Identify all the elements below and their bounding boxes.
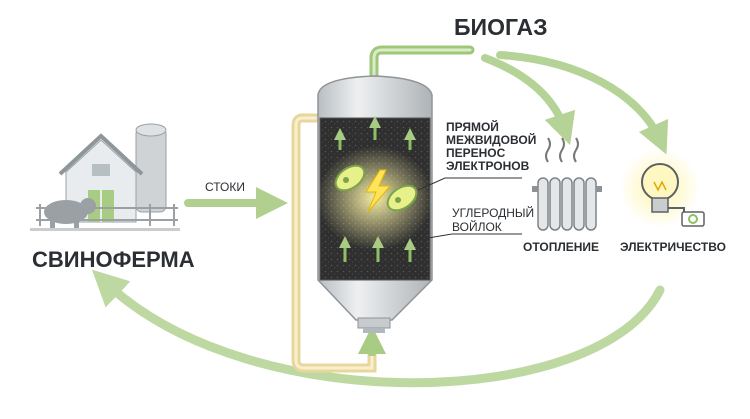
diet-leader-line: [417, 177, 522, 191]
biogas-to-electricity-arrow: [496, 51, 669, 155]
bacteria-icon: [334, 164, 418, 212]
felt-leader-line: [427, 233, 522, 239]
return-arrow-to-farm: [91, 269, 665, 388]
carbon-felt-label: УГЛЕРОДНЫЙ ВОЙЛОК: [452, 206, 535, 234]
radiator-icon: [532, 137, 602, 231]
pig-icon: [44, 198, 96, 230]
biogas-to-heating-arrow: [481, 54, 576, 146]
effluent-label: СТОКИ: [205, 180, 246, 194]
light-bulb-icon: [620, 148, 705, 228]
biogas-label: БИОГАЗ: [454, 14, 548, 40]
barn-with-silo-and-pig-icon: [30, 123, 180, 231]
electricity-label: ЭЛЕКТРИЧЕСТВО: [620, 240, 726, 254]
diet-label: ПРЯМОЙ МЕЖВИДОВОЙ ПЕРЕНОС ЭЛЕКТРОНОВ: [446, 120, 537, 173]
farm-label: СВИНОФЕРМА: [32, 247, 195, 272]
lightning-bolt-icon: [365, 169, 392, 213]
anaerobic-digester-icon: [317, 75, 433, 333]
heating-label: ОТОПЛЕНИЕ: [523, 240, 600, 254]
biogas-pipe: [369, 45, 475, 83]
